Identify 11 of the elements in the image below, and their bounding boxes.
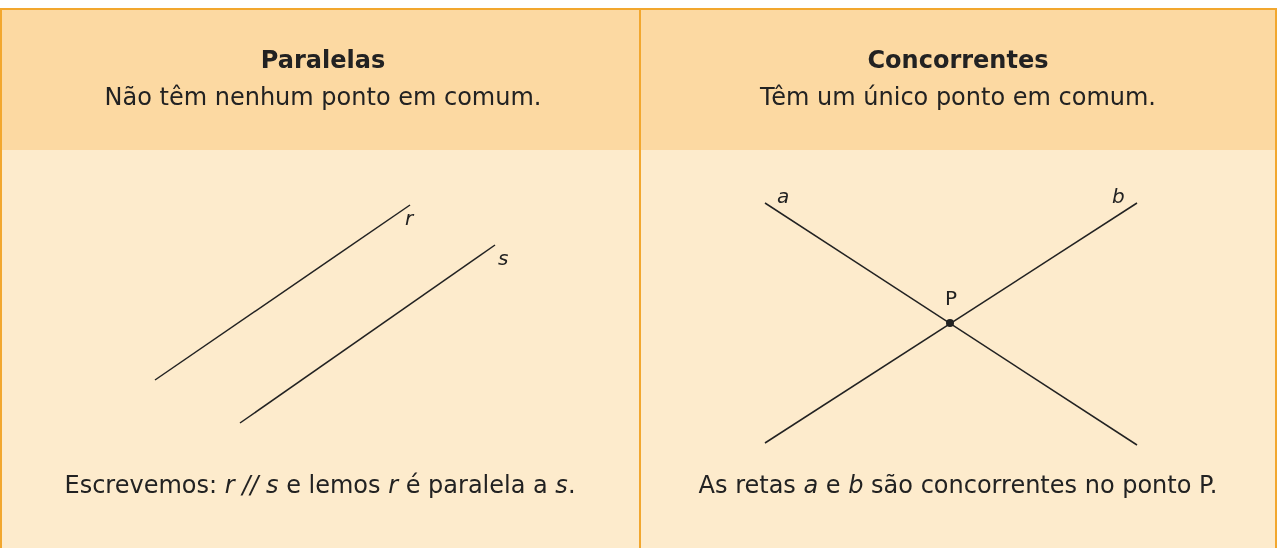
- caption-text: As retas a e b são concorrentes no ponto P.: [698, 470, 1218, 500]
- line-label: r: [405, 205, 414, 232]
- header-text: Têm um único ponto em comum.: [760, 82, 1156, 112]
- line-label: a: [777, 183, 790, 210]
- column-heading: Paralelas: [260, 45, 386, 75]
- column-heading: Concorrentes: [867, 45, 1049, 75]
- line-label: b: [1112, 183, 1125, 210]
- caption-text: Escrevemos: r // s e lemos r é paralela a s.: [64, 470, 576, 500]
- point-label: P: [945, 285, 958, 312]
- header-text: Não têm nenhum ponto em comum.: [104, 82, 542, 112]
- line-label: s: [498, 245, 509, 272]
